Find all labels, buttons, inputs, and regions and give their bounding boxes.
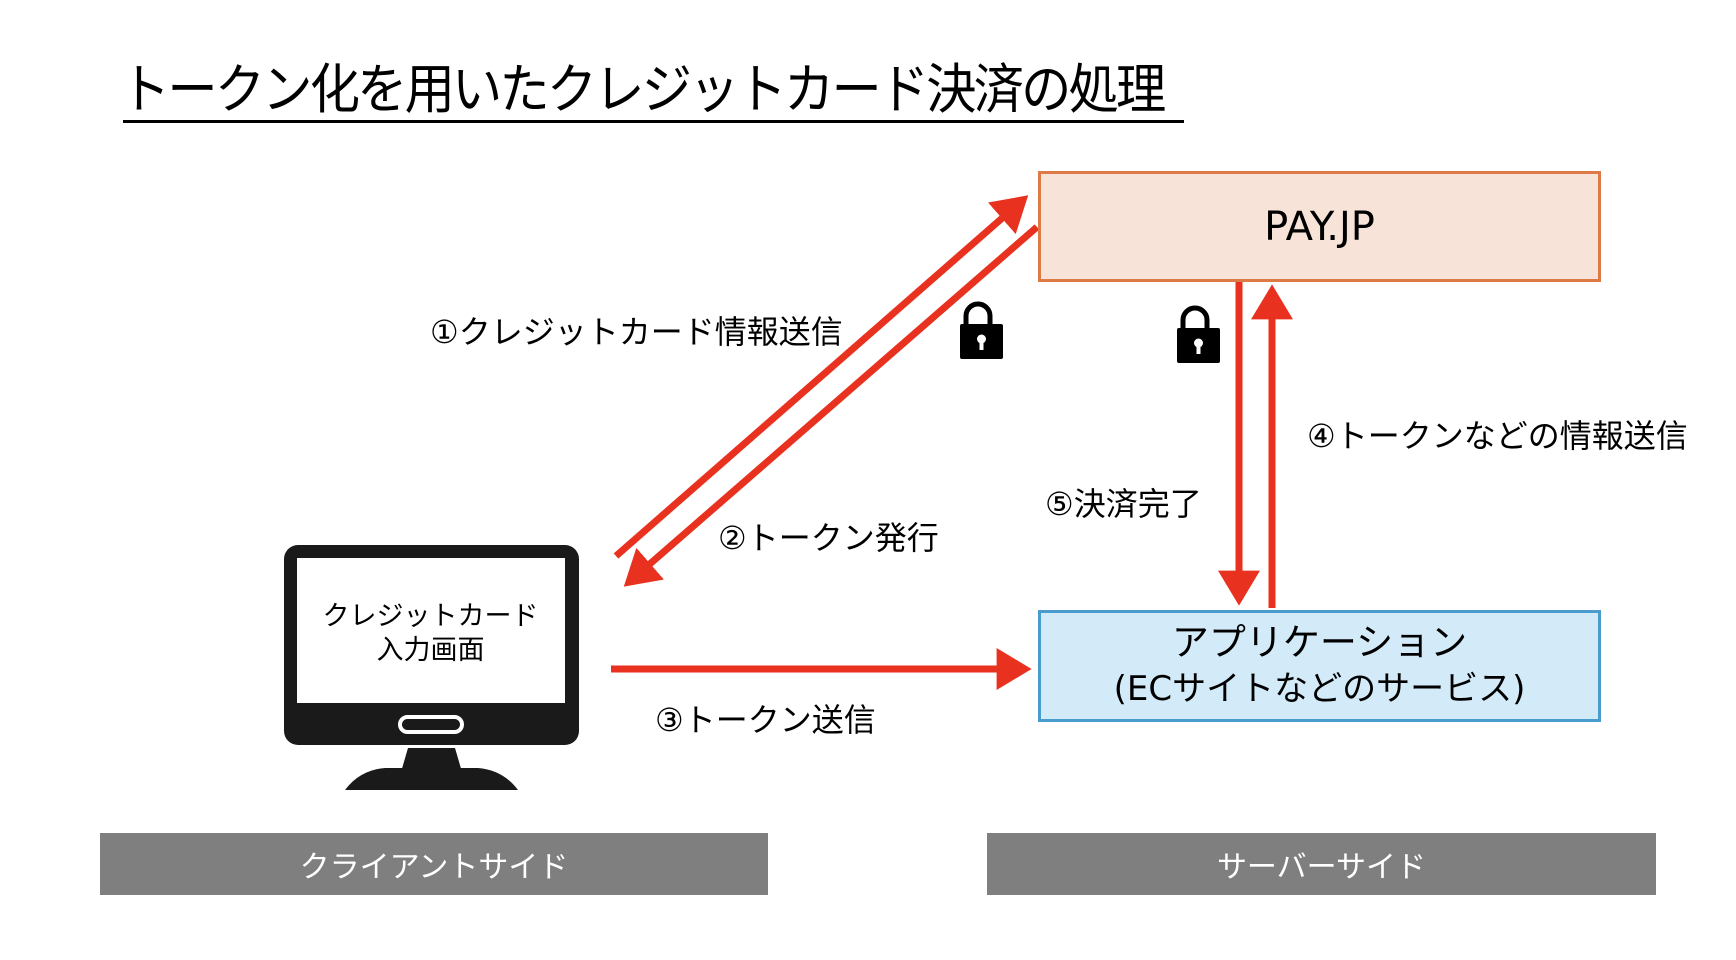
page-title: トークン化を用いたクレジットカード決済の処理 <box>120 58 1166 121</box>
client-side-band: クライアントサイド <box>100 833 768 895</box>
monitor-screen-line2: 入力画面 <box>376 635 485 666</box>
payjp-node: PAY.JP <box>1038 171 1601 282</box>
arrow-step-2 <box>623 224 1040 587</box>
title-underline <box>123 120 1184 123</box>
application-label: アプリケーション <box>1171 621 1468 664</box>
step-4-label: ④トークンなどの情報送信 <box>1307 417 1688 455</box>
application-sublabel: (ECサイトなどのサービス) <box>1113 669 1526 709</box>
step-1-label: ①クレジットカード情報送信 <box>430 313 843 351</box>
lock-icon <box>1177 305 1220 363</box>
step-2-label: ②トークン発行 <box>718 519 939 557</box>
server-side-band: サーバーサイド <box>987 833 1656 895</box>
step-3-label: ③トークン送信 <box>655 701 876 739</box>
server-side-label: サーバーサイド <box>1216 850 1427 885</box>
client-side-label: クライアントサイド <box>299 850 569 885</box>
monitor-screen-line1: クレジットカード <box>322 601 539 632</box>
application-node: アプリケーション (ECサイトなどのサービス) <box>1038 610 1601 722</box>
lock-icon <box>960 301 1003 359</box>
monitor-screen-text: クレジットカード 入力画面 <box>297 600 564 668</box>
monitor-icon <box>284 545 579 790</box>
payjp-label: PAY.JP <box>1264 203 1375 250</box>
step-5-label: ⑤決済完了 <box>1045 485 1202 523</box>
arrow-step-1 <box>613 195 1029 559</box>
